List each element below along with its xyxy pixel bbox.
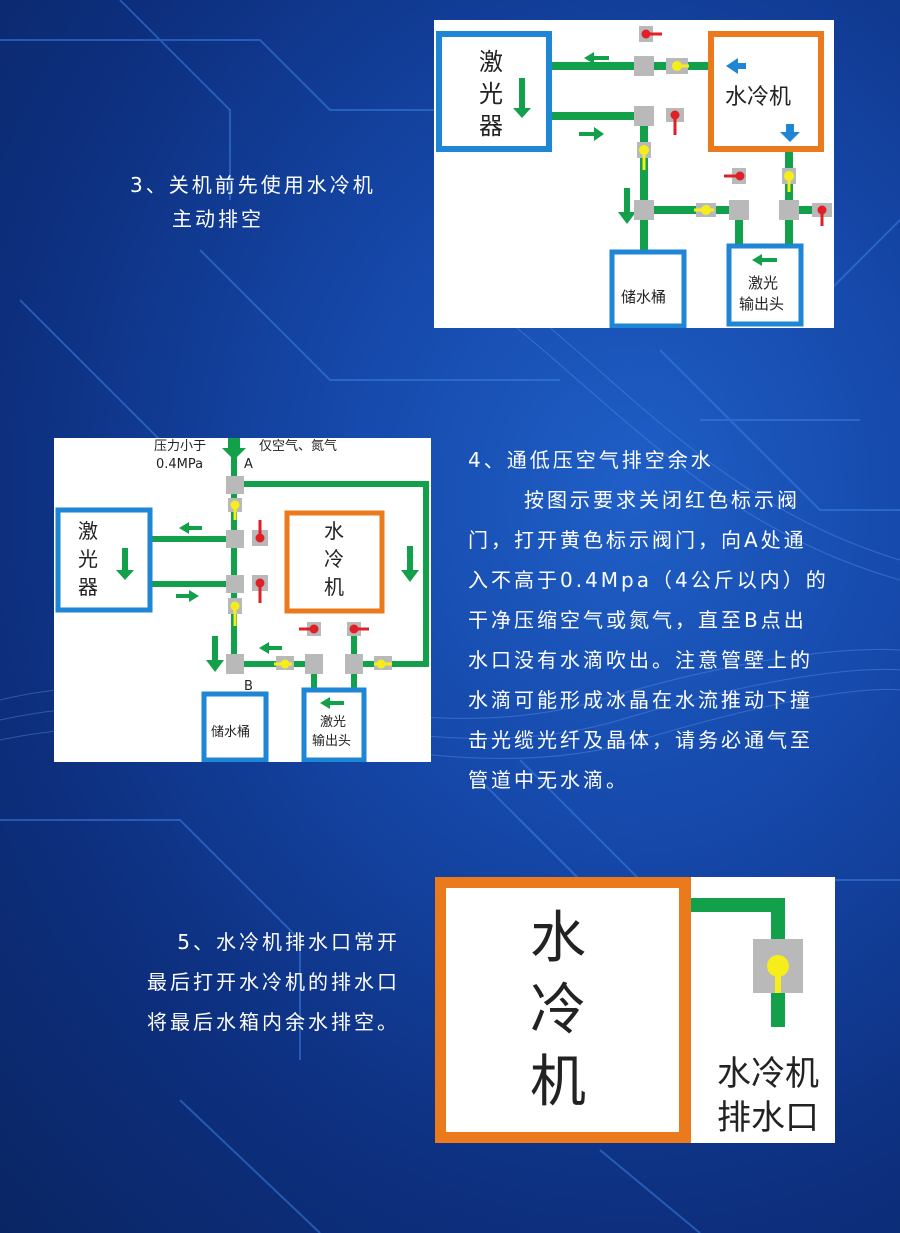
step4-line-8: 管道中无水滴。 [468, 768, 629, 792]
head-arrow [752, 254, 777, 266]
step4-line-5: 水口没有水滴吹出。注意管壁上的 [468, 648, 813, 672]
drain-label-2: 排水口 [717, 1098, 819, 1138]
step5-line3: 将最后水箱内余水排空。 [147, 1010, 400, 1034]
pressure-label: 压力小于 [154, 439, 206, 454]
head-label-2: 输出头 [739, 295, 784, 313]
flow2-right [176, 590, 199, 602]
step3-line2: 主动排空 [172, 207, 264, 231]
step5-line1: 5、水冷机排水口常开 [177, 930, 400, 954]
step4-title: 4、通低压空气排空余水 [468, 448, 714, 472]
head-box-2 [301, 687, 367, 762]
chiller2-char-1: 水 [324, 519, 344, 543]
chiller-label: 水冷机 [725, 85, 791, 110]
step3-line1: 3、关机前先使用水冷机 [130, 173, 376, 197]
chiller-box-3 [435, 877, 691, 1143]
flow-arrow-left [584, 52, 609, 64]
drain-label-1: 水冷机 [717, 1054, 819, 1094]
step4-line-2: 门，打开黄色标示阀门，向A处通 [468, 528, 807, 552]
flow2-left [179, 522, 202, 534]
step4-line-7: 击光缆光纤及晶体，请务必通气至 [468, 728, 813, 752]
blue-arrow-left [726, 58, 746, 74]
diagram-air-purge: 压力小于 0.4MPa 仅空气、氮气 A B 激 光 器 水 冷 机 [54, 438, 431, 762]
flow-arrow-down [618, 188, 636, 224]
laser2-arrow [116, 548, 134, 580]
head2-label-2: 输出头 [312, 733, 351, 749]
laser-box [436, 31, 552, 152]
down-arrow [513, 78, 531, 118]
head2-arrow [320, 697, 344, 709]
gas-label: 仅空气、氮气 [259, 438, 337, 454]
chiller2-char-3: 机 [324, 575, 344, 599]
tank-box [609, 249, 687, 328]
flow-arrow-right [579, 127, 604, 141]
chiller3-char-3: 机 [530, 1050, 586, 1115]
head-label-1: 激光 [748, 274, 778, 292]
step3-text: 3、关机前先使用水冷机 主动排空 [130, 168, 376, 236]
flow2-down-left [206, 636, 224, 672]
step4-line-3: 入不高于0.4Mpa（4公斤以内）的 [468, 568, 829, 592]
laser2-char-3: 器 [78, 575, 98, 599]
chiller3-char-2: 冷 [530, 978, 586, 1043]
step5-text: 5、水冷机排水口常开 最后打开水冷机的排水口 将最后水箱内余水排空。 [70, 922, 400, 1042]
laser-box-2 [55, 507, 153, 613]
tank-label: 储水桶 [621, 288, 666, 306]
laser2-char-2: 光 [78, 547, 98, 571]
chiller-box [708, 31, 824, 152]
chiller-box-2 [284, 510, 385, 614]
laser-char-2: 光 [479, 80, 503, 108]
step4-text: 4、通低压空气排空余水 按图示要求关闭红色标示阀 门，打开黄色标示阀门，向A处通… [468, 440, 888, 800]
valve-group-2 [226, 476, 392, 674]
point-b-label: B [244, 679, 253, 694]
flow2-down-right [401, 546, 419, 582]
step4-line-1: 按图示要求关闭红色标示阀 [524, 488, 800, 512]
step4-line-4: 干净压缩空气或氮气，直至B点出 [468, 608, 807, 632]
laser-char-3: 器 [479, 112, 503, 140]
pressure-value: 0.4MPa [156, 457, 203, 472]
tank-box-2 [201, 691, 269, 762]
tank2-label: 储水桶 [211, 725, 250, 740]
step4-line-6: 水滴可能形成冰晶在水流推动下撞 [468, 688, 813, 712]
laser-char-1: 激 [479, 48, 503, 76]
chiller3-char-1: 水 [530, 906, 586, 971]
blue-arrow-down [780, 124, 800, 142]
diagram-cooling-loop: 激 光 器 水冷机 [434, 20, 834, 328]
head2-label-1: 激光 [320, 715, 346, 730]
laser2-char-1: 激 [78, 519, 98, 543]
point-a-label: A [244, 457, 253, 472]
chiller2-char-2: 冷 [324, 547, 344, 571]
valve-group [634, 26, 832, 226]
step5-line2: 最后打开水冷机的排水口 [147, 970, 400, 994]
flow2-left-lower [259, 642, 282, 654]
drain-valve-knob [767, 955, 789, 977]
diagram-chiller-drain: 水 冷 机 水冷机 排水口 [435, 877, 835, 1143]
inlet-arrow [222, 438, 246, 460]
